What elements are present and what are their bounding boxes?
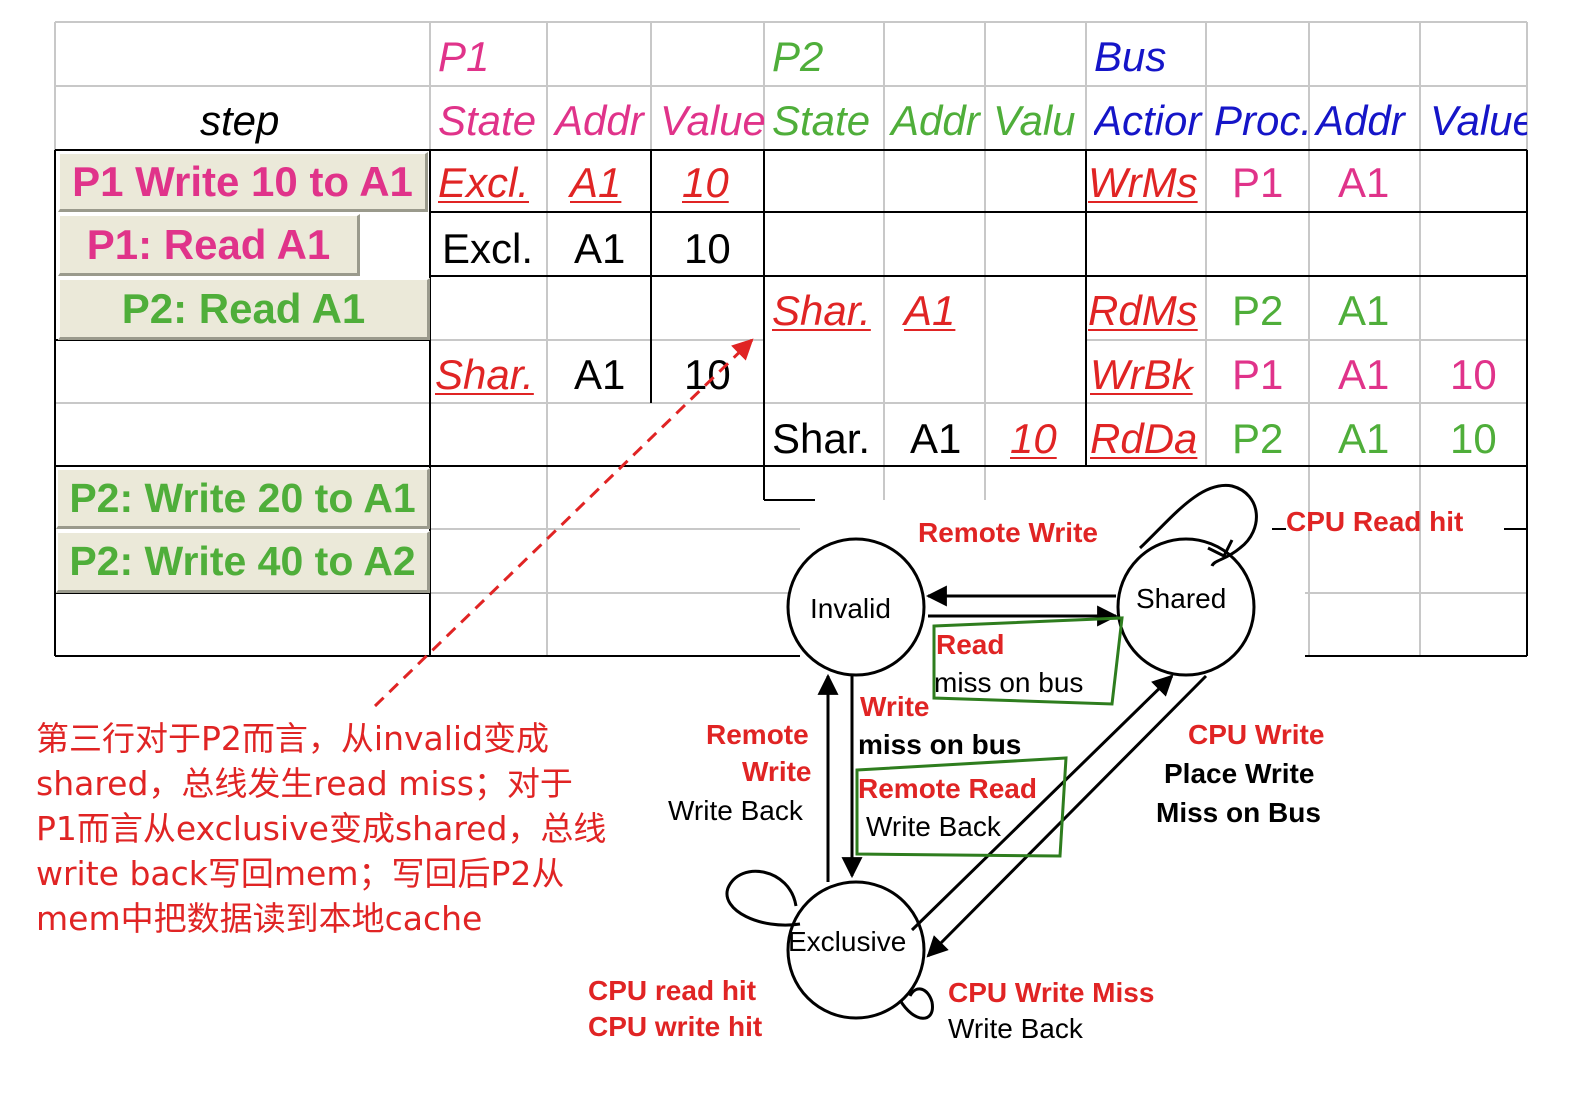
- r1-p1-addr: A1: [570, 159, 622, 206]
- label-remote: Remote: [706, 719, 809, 750]
- label-cpu-write-hit: CPU write hit: [588, 1011, 763, 1042]
- r5-p2-addr: A1: [910, 415, 962, 462]
- label-cpu-read-hit-exclusive: CPU read hit: [588, 975, 757, 1006]
- p1-state-header: State: [438, 97, 537, 144]
- r4-bus-proc: P1: [1232, 351, 1284, 398]
- label-remote-read: Remote Read: [858, 773, 1037, 804]
- r5-p2-state: Shar.: [772, 415, 871, 462]
- p1-group-header: P1: [438, 33, 490, 80]
- p2-group-header: P2: [772, 33, 824, 80]
- bus-proc-header: Proc.: [1214, 97, 1313, 144]
- note-line-4: write back写回mem；写回后P2从: [36, 854, 565, 893]
- p1-value-header: Value: [660, 100, 764, 142]
- r5-bus-addr: A1: [1338, 415, 1390, 462]
- p2-state-header: State: [772, 97, 871, 144]
- step-p1-read: P1: Read A1: [58, 214, 360, 276]
- label-cpu-write-miss: CPU Write Miss: [948, 977, 1155, 1008]
- r4-bus-addr: A1: [1338, 351, 1390, 398]
- annotation-note: 第三行对于P2而言，从invalid变成 shared，总线发生read miss…: [36, 716, 606, 941]
- remote-read-highlight: [855, 756, 1068, 858]
- state-invalid: [786, 537, 926, 677]
- state-exclusive: [786, 880, 926, 1020]
- r5-bus-action: RdDa: [1090, 415, 1198, 462]
- label-write-back-mid: Write Back: [866, 811, 1001, 842]
- label-read-miss-on-bus: miss on bus: [934, 667, 1084, 698]
- label-read: Read: [936, 629, 1005, 660]
- step-p2-read: P2: Read A1: [58, 278, 430, 340]
- p1-addr-header: Addr: [555, 97, 644, 144]
- label-miss-on-bus-right: Miss on Bus: [1156, 797, 1321, 828]
- r5-bus-value: 10: [1450, 415, 1497, 462]
- bus-group-header: Bus: [1094, 33, 1167, 80]
- label-write-back-left: Write Back: [668, 795, 803, 826]
- step-header: step: [200, 97, 280, 144]
- cpu-read-hit-leader: [1272, 528, 1286, 530]
- label-cpu-write: CPU Write: [1188, 719, 1325, 750]
- r3-p2-addr: A1: [904, 287, 956, 334]
- r1-p1-state: Excl.: [438, 159, 530, 206]
- r1-bus-proc: P1: [1232, 159, 1284, 206]
- label-place-write: Place Write: [1164, 758, 1315, 789]
- label-cpu-read-hit: CPU Read hit: [1286, 506, 1464, 537]
- label-write: Write: [860, 691, 930, 722]
- r2-p1-value: 10: [684, 225, 731, 272]
- read-miss-highlight: [932, 616, 1124, 706]
- step-p2-write-20: P2: Write 20 to A1: [56, 468, 430, 529]
- note-line-1: 第三行对于P2而言，从invalid变成: [36, 719, 550, 758]
- r4-p1-value: 10: [684, 351, 731, 398]
- bus-addr-header: Addr: [1316, 97, 1405, 144]
- note-line-3: P1而言从exclusive变成shared，总线: [36, 809, 607, 848]
- bus-action-header: Actior: [1094, 100, 1202, 142]
- label-remote-write-left: Write: [742, 756, 812, 787]
- r4-bus-action: WrBk: [1090, 351, 1193, 398]
- state-shared-label: Shared: [1136, 583, 1227, 614]
- r3-p2-state: Shar.: [772, 287, 871, 334]
- r1-p1-value: 10: [682, 159, 729, 206]
- r4-bus-value: 10: [1450, 351, 1497, 398]
- r2-p1-state: Excl.: [442, 225, 534, 272]
- note-line-2: shared，总线发生read miss；对于: [36, 764, 573, 803]
- annotation-arrow: [373, 338, 754, 708]
- r3-bus-proc: P2: [1232, 287, 1284, 334]
- label-remote-write-top: Remote Write: [918, 517, 1098, 548]
- r4-p1-state: Shar.: [435, 351, 534, 398]
- r5-p2-value: 10: [1010, 415, 1057, 462]
- step-p2-write-40: P2: Write 40 to A2: [56, 531, 430, 593]
- step-p1-write: P1 Write 10 to A1: [58, 152, 428, 212]
- r3-bus-action: RdMs: [1088, 287, 1198, 334]
- cpu-read-hit-tail: [1504, 528, 1526, 530]
- r4-p1-addr: A1: [574, 351, 626, 398]
- label-write-back-bottom: Write Back: [948, 1013, 1083, 1044]
- r3-bus-addr: A1: [1338, 287, 1390, 334]
- r5-bus-proc: P2: [1232, 415, 1284, 462]
- note-line-5: mem中把数据读到本地cache: [36, 899, 483, 938]
- r1-bus-addr: A1: [1338, 159, 1390, 206]
- r2-p1-addr: A1: [574, 225, 626, 272]
- p2-value-header: Valu: [993, 100, 1076, 142]
- state-invalid-label: Invalid: [810, 593, 891, 624]
- r1-bus-action: WrMs: [1088, 159, 1198, 206]
- label-write-miss-on-bus: miss on bus: [858, 729, 1022, 760]
- state-exclusive-label: Exclusive: [788, 926, 907, 957]
- p2-addr-header: Addr: [891, 97, 980, 144]
- bus-value-header: Value: [1430, 100, 1527, 142]
